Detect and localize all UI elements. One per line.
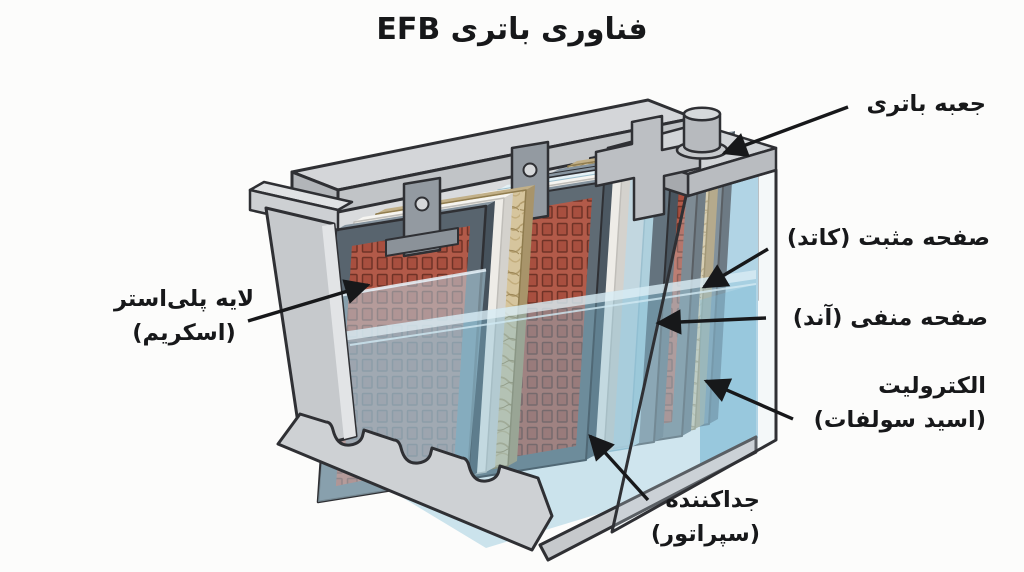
label-electrolyte-line1: الکترولیت	[878, 373, 986, 399]
lug-hole	[414, 196, 430, 212]
plate-lug	[385, 176, 459, 258]
left-wall-cutaway	[248, 180, 358, 452]
annotation-arrows	[247, 105, 849, 502]
label-electrolyte: الکترولیت (اسید سولفات)	[814, 370, 986, 438]
label-polyester-line2: (اسکریم)	[132, 319, 236, 346]
arrow-battery-box	[721, 105, 849, 157]
arrow-negative-plate	[655, 309, 767, 335]
label-positive-plate: صفحه مثبت (کاتد)	[786, 225, 990, 251]
arrow-separator	[588, 434, 650, 502]
label-separator: جداکننده (سپراتور)	[651, 484, 760, 552]
plate-stack	[316, 131, 735, 504]
label-separator-line1: جداکننده	[665, 487, 760, 513]
electrolyte-surface	[342, 270, 756, 341]
label-separator-line2: (سپراتور)	[650, 520, 760, 547]
arrow-electrolyte	[703, 378, 794, 421]
arrow-positive-plate	[701, 247, 769, 289]
label-battery-box: جعبه باتری	[866, 91, 986, 117]
ribbed-base	[276, 412, 554, 552]
label-polyester-scrim: لایه پلی‌استر (اسکریم)	[104, 283, 264, 351]
lug-hole	[522, 162, 538, 178]
arrow-polyester-scrim	[247, 279, 371, 323]
label-electrolyte-line2: (اسید سولفات)	[813, 406, 986, 433]
terminal-post	[675, 106, 729, 160]
diagram-title: فناوری باتری EFB	[376, 12, 648, 47]
step-bracket	[594, 114, 702, 222]
label-polyester-line1: لایه پلی‌استر	[113, 286, 255, 312]
label-negative-plate: صفحه منفی (آند)	[792, 305, 988, 331]
